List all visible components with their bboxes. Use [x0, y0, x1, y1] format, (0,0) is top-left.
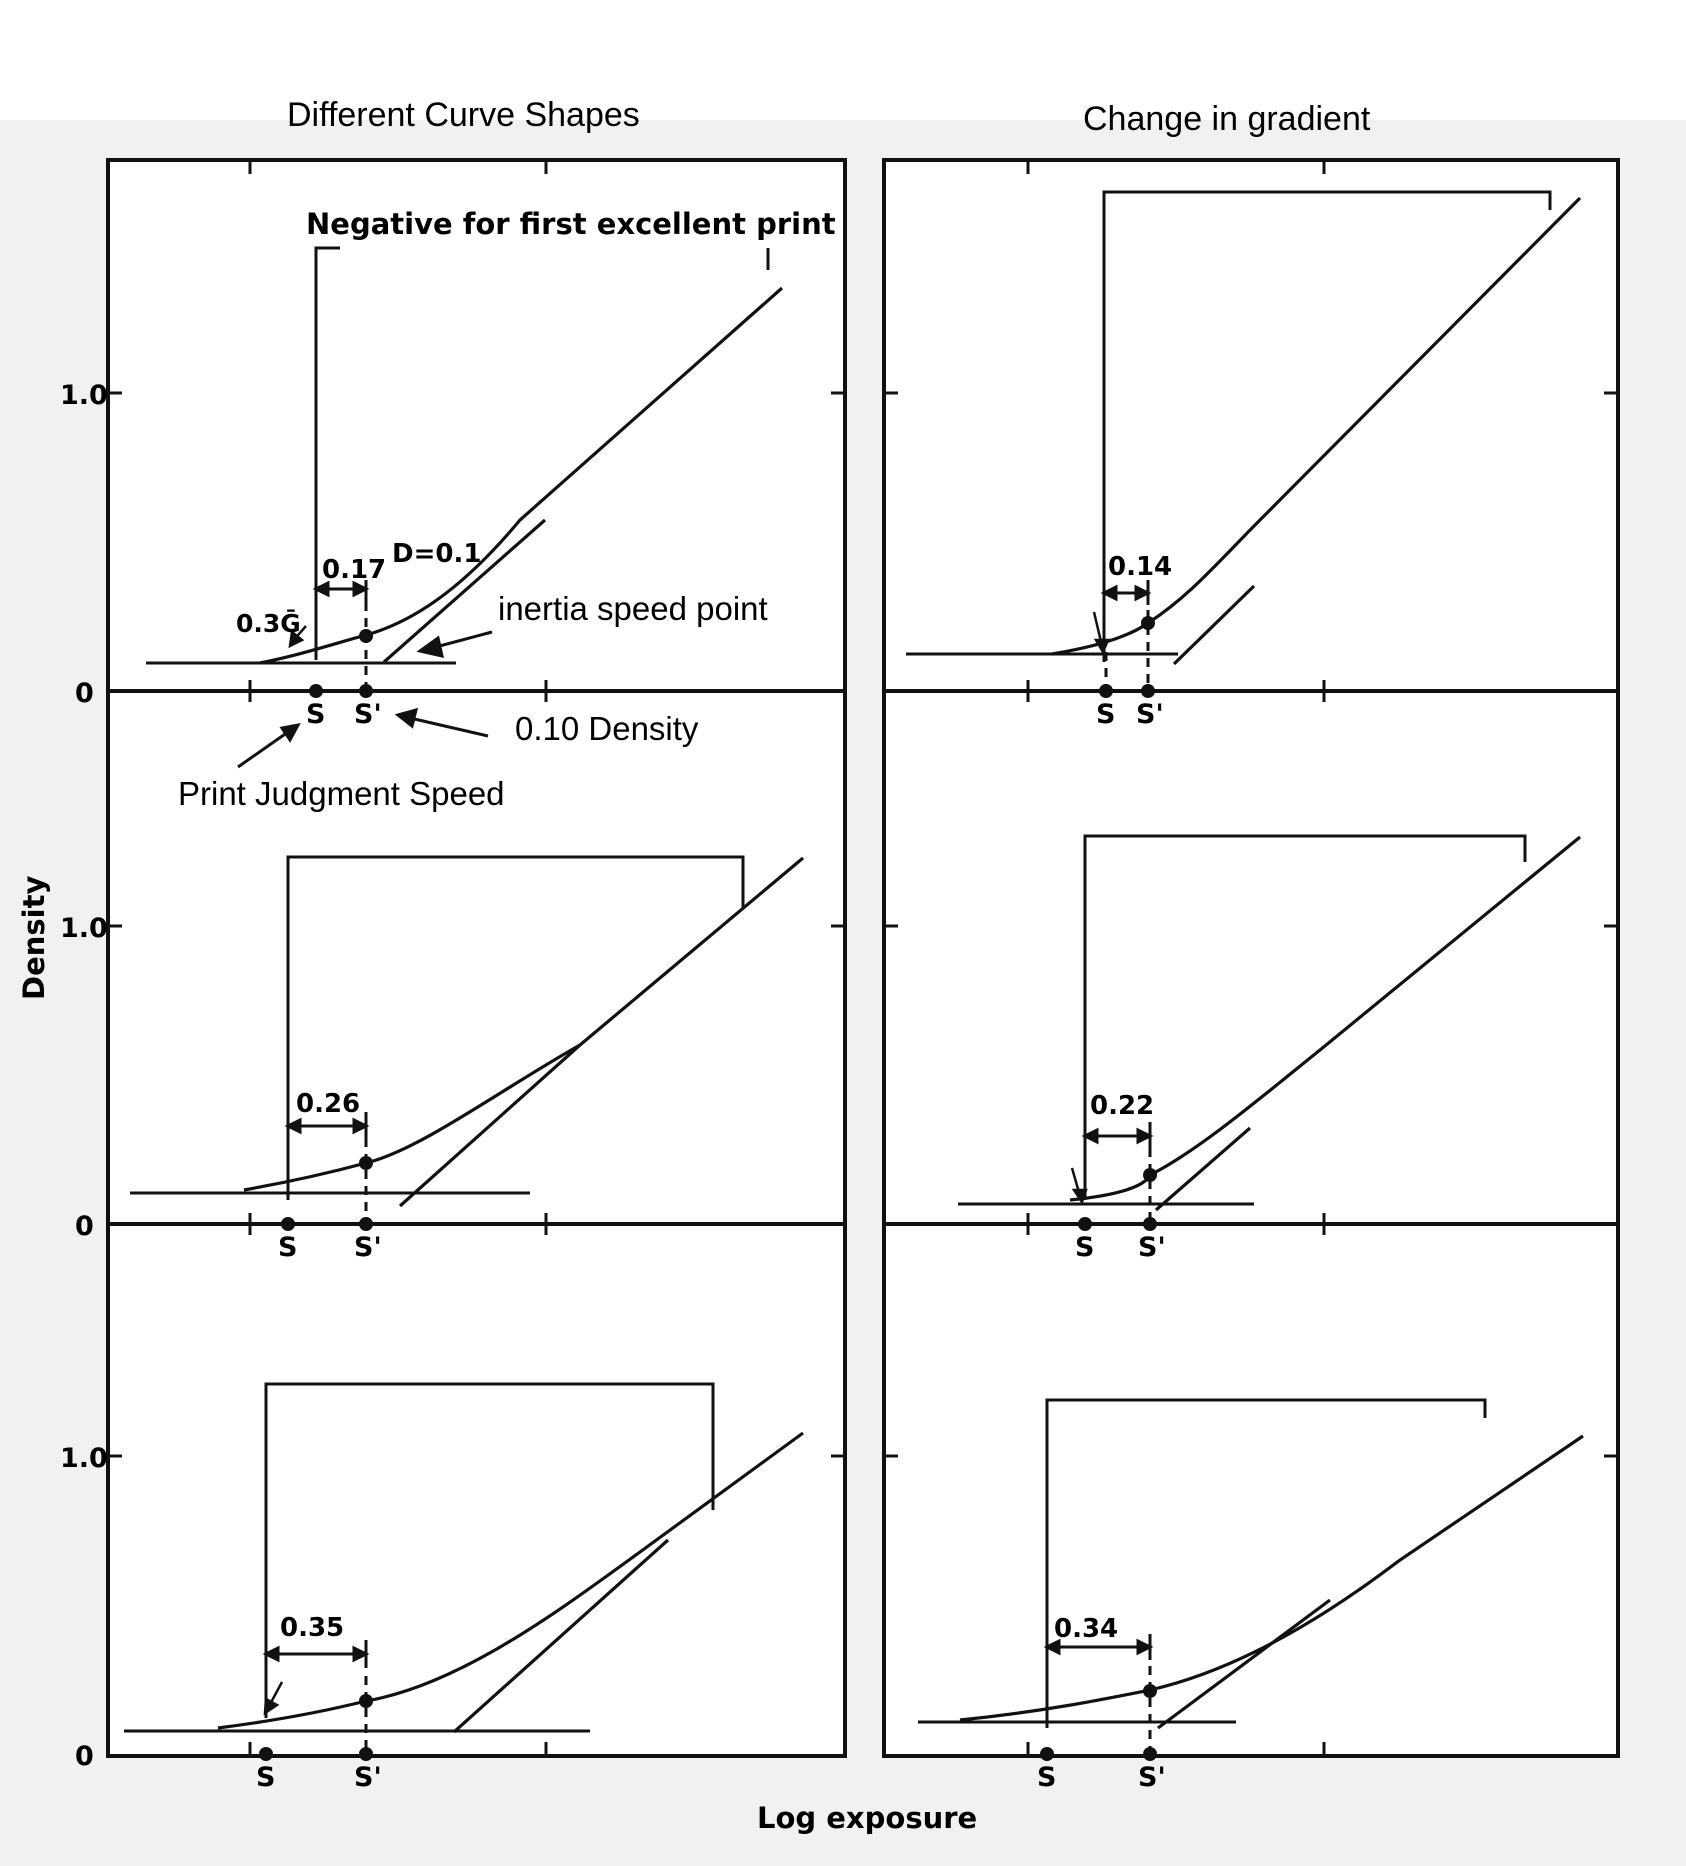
point-sprime-curve-L3 [359, 1694, 373, 1708]
point-sprime-base-R2 [1143, 1217, 1157, 1231]
point-sprime-curve-R2 [1143, 1168, 1157, 1182]
arrowhead-inertia [416, 635, 444, 658]
arrowhead-print-judgment [279, 722, 301, 743]
label-s-R2: S [1075, 1232, 1094, 1263]
point-sprime-base-L2 [359, 1217, 373, 1231]
point-sprime-curve-L1 [359, 629, 373, 643]
point-s-L1 [309, 684, 323, 698]
range-box-R1 [1102, 190, 1552, 662]
label-print-judgment-speed: Print Judgment Speed [178, 775, 505, 812]
point-sprime-curve-R3 [1143, 1684, 1157, 1698]
x-axis-label: Log exposure [757, 1801, 977, 1835]
delta-label-R2: 0.22 [1090, 1091, 1154, 1121]
delta-arrows [262, 580, 1154, 1668]
curve-R3 [959, 1434, 1584, 1722]
point-s-R2 [1078, 1217, 1092, 1231]
ytick-1-L3: 1.0 [60, 1443, 108, 1474]
tangent-L1 [382, 518, 547, 664]
ytick-1-L2: 1.0 [60, 913, 108, 944]
range-box-L1 [314, 246, 340, 660]
label-s-L3: S [256, 1762, 275, 1793]
tangent-L2 [398, 1043, 582, 1208]
xtick-marks [248, 160, 1326, 1756]
curve-L1 [259, 286, 784, 665]
point-s-R3 [1040, 1747, 1054, 1761]
toe-pointer-arrows [263, 611, 1110, 1716]
label-negative-first-print: Negative for first excellent print [306, 207, 836, 241]
label-s-R3: S [1037, 1762, 1056, 1793]
label-sprime-R3: S' [1138, 1762, 1166, 1793]
label-03-g: 0.3Ḡ [236, 609, 301, 638]
point-s-L3 [259, 1747, 273, 1761]
heading-different-curve-shapes: Different Curve Shapes [287, 96, 640, 134]
arrow-print-judgment [237, 730, 289, 769]
range-box-R3 [1045, 1398, 1487, 1728]
delta-label-L2: 0.26 [296, 1089, 360, 1119]
tangent-R1 [1172, 584, 1256, 666]
curve-L2 [243, 856, 805, 1192]
ytick-1-L1: 1.0 [60, 380, 108, 411]
point-s-R1 [1099, 684, 1113, 698]
label-sprime-R1: S' [1136, 699, 1164, 730]
ytick-0-L2: 0 [75, 1211, 94, 1242]
label-010-density: 0.10 Density [515, 710, 699, 747]
label-s-R1: S [1096, 699, 1115, 730]
point-sprime-curve-R1 [1141, 616, 1155, 630]
label-s-L1: S [306, 699, 325, 730]
delta-value-labels: 0.17 0.26 0.35 0.14 0.22 0.34 [280, 552, 1172, 1644]
label-sprime-L2: S' [354, 1232, 382, 1263]
point-sprime-base-L1 [359, 684, 373, 698]
label-sprime-L1: S' [354, 699, 382, 730]
delta-label-L3: 0.35 [280, 1613, 344, 1643]
print-range-boxes [264, 190, 1552, 1728]
label-sprime-L3: S' [354, 1762, 382, 1793]
delta-label-R1: 0.14 [1108, 552, 1172, 582]
point-s-L2 [281, 1217, 295, 1231]
curve-L3 [217, 1431, 804, 1730]
point-sprime-curve-L2 [359, 1156, 373, 1170]
range-box-L3 [264, 1382, 715, 1718]
ytick-0-L1: 0 [75, 678, 94, 709]
label-d-equals-01: D=0.1 [392, 539, 481, 569]
curve-R2 [1069, 835, 1582, 1202]
speed-point-labels: S S' S S' S S' S S' S S' S S' [256, 699, 1166, 1793]
range-box-L2 [286, 855, 745, 1200]
annotation-arrows [237, 630, 493, 769]
arrow-density [409, 716, 489, 738]
delta-label-R3: 0.34 [1054, 1614, 1118, 1644]
label-sprime-R2: S' [1138, 1232, 1166, 1263]
left-frame [106, 158, 847, 1758]
label-inertia-speed-point: inertia speed point [498, 590, 768, 627]
ytick-0-L3: 0 [75, 1741, 94, 1772]
arrow-inertia [431, 630, 493, 650]
right-frame [882, 158, 1620, 1758]
tangent-R3 [1157, 1598, 1331, 1730]
range-box-R2 [1083, 834, 1527, 1200]
speed-points [259, 616, 1157, 1761]
heading-change-in-gradient: Change in gradient [1083, 100, 1371, 138]
tangent-R2 [1154, 1126, 1252, 1212]
y-axis-label: Density [17, 876, 51, 1000]
point-sprime-base-L3 [359, 1747, 373, 1761]
point-sprime-base-R3 [1143, 1747, 1157, 1761]
point-sprime-base-R1 [1141, 684, 1155, 698]
toe-base-lines [124, 652, 1254, 1733]
tangent-L3 [452, 1538, 670, 1734]
arrowhead-density [394, 707, 419, 729]
label-s-L2: S [278, 1232, 297, 1263]
delta-label-L1: 0.17 [322, 555, 386, 585]
